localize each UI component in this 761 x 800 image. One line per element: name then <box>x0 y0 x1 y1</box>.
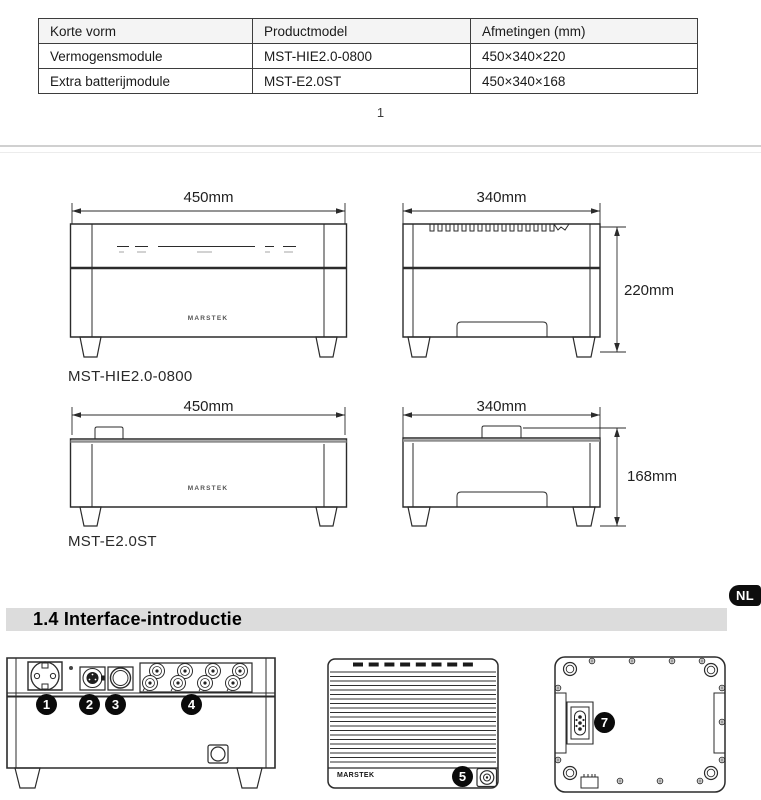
handle-recess <box>457 492 547 507</box>
page-break-line-2 <box>0 152 761 153</box>
cell-afmetingen: 450×340×220 <box>470 43 698 69</box>
foot <box>80 507 101 526</box>
dimension-label-340mm: 340mm <box>476 398 527 415</box>
front-view-mst-hie20-0800 <box>71 203 347 357</box>
dimension-label-340mm: 340mm <box>476 189 527 206</box>
model-label-device2: MST-E2.0ST <box>68 533 157 550</box>
brand-logo-text: MARSTEK <box>337 772 375 779</box>
corner-screws <box>564 663 718 780</box>
foot <box>316 337 337 357</box>
expansion-connector <box>567 702 593 744</box>
panel-indicator-marks <box>117 247 296 253</box>
foot <box>80 337 101 357</box>
small-screws <box>555 658 725 784</box>
grounding-port <box>208 745 228 763</box>
top-tab <box>95 427 123 439</box>
screw <box>69 666 73 670</box>
handle-recess <box>457 322 547 337</box>
header-korte-vorm: Korte vorm <box>38 18 253 44</box>
mc4-connector-group <box>140 663 252 692</box>
rear-panel-power-module <box>7 658 275 788</box>
foot <box>237 768 262 788</box>
top-tab <box>482 426 521 438</box>
vent-slots <box>353 662 473 667</box>
table-row: Vermogensmodule MST-HIE2.0-0800 450×340×… <box>38 43 698 69</box>
callout-5-side-port: 5 <box>452 766 473 787</box>
brand-logo-text: MARSTEK <box>187 315 229 322</box>
heatsink-ridges <box>330 672 496 762</box>
cooling-fins <box>430 224 569 231</box>
spec-table-header-row: Korte vorm Productmodel Afmetingen (mm) <box>38 18 698 44</box>
foot <box>408 507 430 526</box>
foot <box>15 768 40 788</box>
cell-afmetingen: 450×340×168 <box>470 68 698 94</box>
foot <box>316 507 337 526</box>
header-afmetingen: Afmetingen (mm) <box>470 18 698 44</box>
cell-productmodel: MST-E2.0ST <box>252 68 471 94</box>
side-connector <box>477 769 497 787</box>
cell-korte-vorm: Vermogensmodule <box>38 43 253 69</box>
callout-3-connector: 3 <box>105 694 126 715</box>
section-heading-text: 1.4 Interface-introductie <box>33 609 243 629</box>
side-panel-finned <box>328 659 498 788</box>
side-view-mst-hie20-0800 <box>403 203 626 357</box>
section-heading-bar: 1.4 Interface-introductie <box>6 608 727 631</box>
language-badge: NL <box>729 585 761 606</box>
foot <box>408 337 430 357</box>
dimension-label-220mm: 220mm <box>624 282 675 299</box>
page-break-line <box>0 145 761 147</box>
foot <box>573 337 595 357</box>
dimension-label-450mm: 450mm <box>183 189 234 206</box>
callout-2-connector: 2 <box>79 694 100 715</box>
dimension-label-450mm: 450mm <box>183 398 234 415</box>
callout-7-expansion-port: 7 <box>594 712 615 733</box>
round-connector-3 <box>108 667 133 690</box>
technical-drawings <box>0 160 761 580</box>
page-number: 1 <box>376 105 385 120</box>
side-slot <box>714 693 725 753</box>
callout-4-mc4-group: 4 <box>181 694 202 715</box>
callout-1-ac-socket: 1 <box>36 694 57 715</box>
foot <box>573 507 595 526</box>
model-label-device1: MST-HIE2.0-0800 <box>68 368 193 385</box>
cell-productmodel: MST-HIE2.0-0800 <box>252 43 471 69</box>
dimension-label-168mm: 168mm <box>627 468 678 485</box>
cell-korte-vorm: Extra batterijmodule <box>38 68 253 94</box>
ac-socket <box>28 662 62 690</box>
bottom-plate <box>555 657 725 792</box>
brand-logo-text: MARSTEK <box>187 485 229 492</box>
front-view-mst-e20st <box>71 407 347 526</box>
side-slot <box>555 693 566 753</box>
table-row: Extra batterijmodule MST-E2.0ST 450×340×… <box>38 68 698 94</box>
round-connector-2 <box>80 667 105 690</box>
spec-table: Korte vorm Productmodel Afmetingen (mm) … <box>38 18 698 94</box>
bottom-notch <box>581 774 598 788</box>
side-view-mst-e20st <box>403 407 626 526</box>
header-productmodel: Productmodel <box>252 18 471 44</box>
